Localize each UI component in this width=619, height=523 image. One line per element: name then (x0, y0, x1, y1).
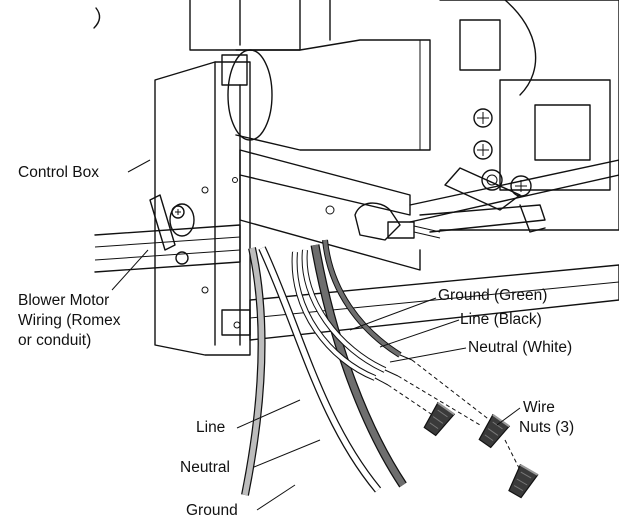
label-neutral: Neutral (180, 459, 230, 476)
wire-nut-icon (478, 413, 511, 449)
label-wire-nuts-2: Nuts (3) (519, 419, 574, 436)
label-blower-wiring-2: Wiring (Romex (18, 312, 121, 329)
mounting-bracket (239, 149, 619, 271)
label-ground-green: Ground (Green) (438, 287, 547, 304)
blower-wiring-conduit (94, 194, 241, 273)
connector-clip (354, 202, 546, 241)
wire-nut-icon (508, 464, 539, 499)
blower-housing (93, 0, 431, 151)
label-ground: Ground (186, 502, 238, 519)
line-wire (310, 244, 407, 488)
leader-lines (111, 159, 521, 511)
control-box-panel (154, 54, 619, 356)
label-neutral-white: Neutral (White) (468, 339, 572, 356)
label-line-black: Line (Black) (460, 311, 542, 328)
labels: Control Box Blower Motor Wiring (Romex o… (18, 164, 574, 519)
label-control-box: Control Box (18, 164, 99, 181)
label-blower-wiring-3: or conduit) (18, 332, 91, 349)
screw-icon (473, 140, 493, 160)
label-blower-wiring-1: Blower Motor (18, 292, 109, 309)
wire-nut-icon (423, 401, 456, 437)
screw-icon (510, 175, 532, 197)
label-wire-nuts-1: Wire (523, 399, 555, 416)
label-line: Line (196, 419, 225, 436)
cable-clamp-icon (149, 194, 195, 265)
screw-icon (473, 108, 493, 128)
incoming-wires (241, 239, 413, 496)
